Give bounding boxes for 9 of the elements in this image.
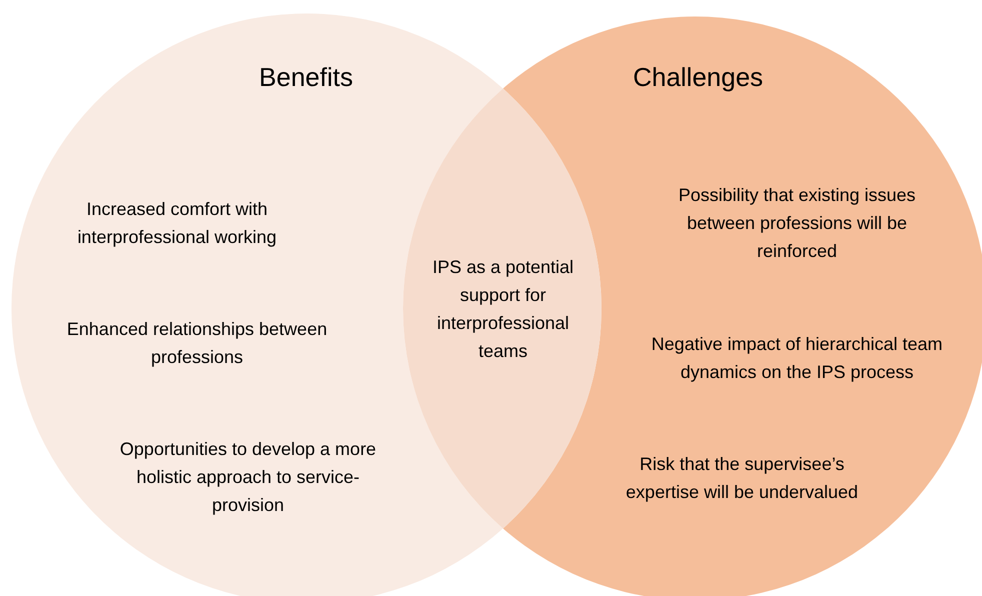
statement-text: Opportunities to develop a more holistic approach to service-provision xyxy=(118,438,378,517)
statement-text: Possibility that existing issues between professions will be reinforced xyxy=(677,184,917,263)
statement-text: Negative impact of hierarchical team dynamics on the IPS process xyxy=(650,333,944,384)
circle-heading: Challenges xyxy=(632,61,764,93)
statement-text: IPS as a potential support for interprofessional teams xyxy=(431,256,575,363)
statement-text: Increased comfort with interprofessional working xyxy=(76,198,278,249)
statement-text: Risk that the supervisee’s expertise will be undervalued xyxy=(624,453,860,504)
statement-text: Enhanced relationships between professions xyxy=(66,318,328,369)
circle-heading: Benefits xyxy=(258,61,354,93)
